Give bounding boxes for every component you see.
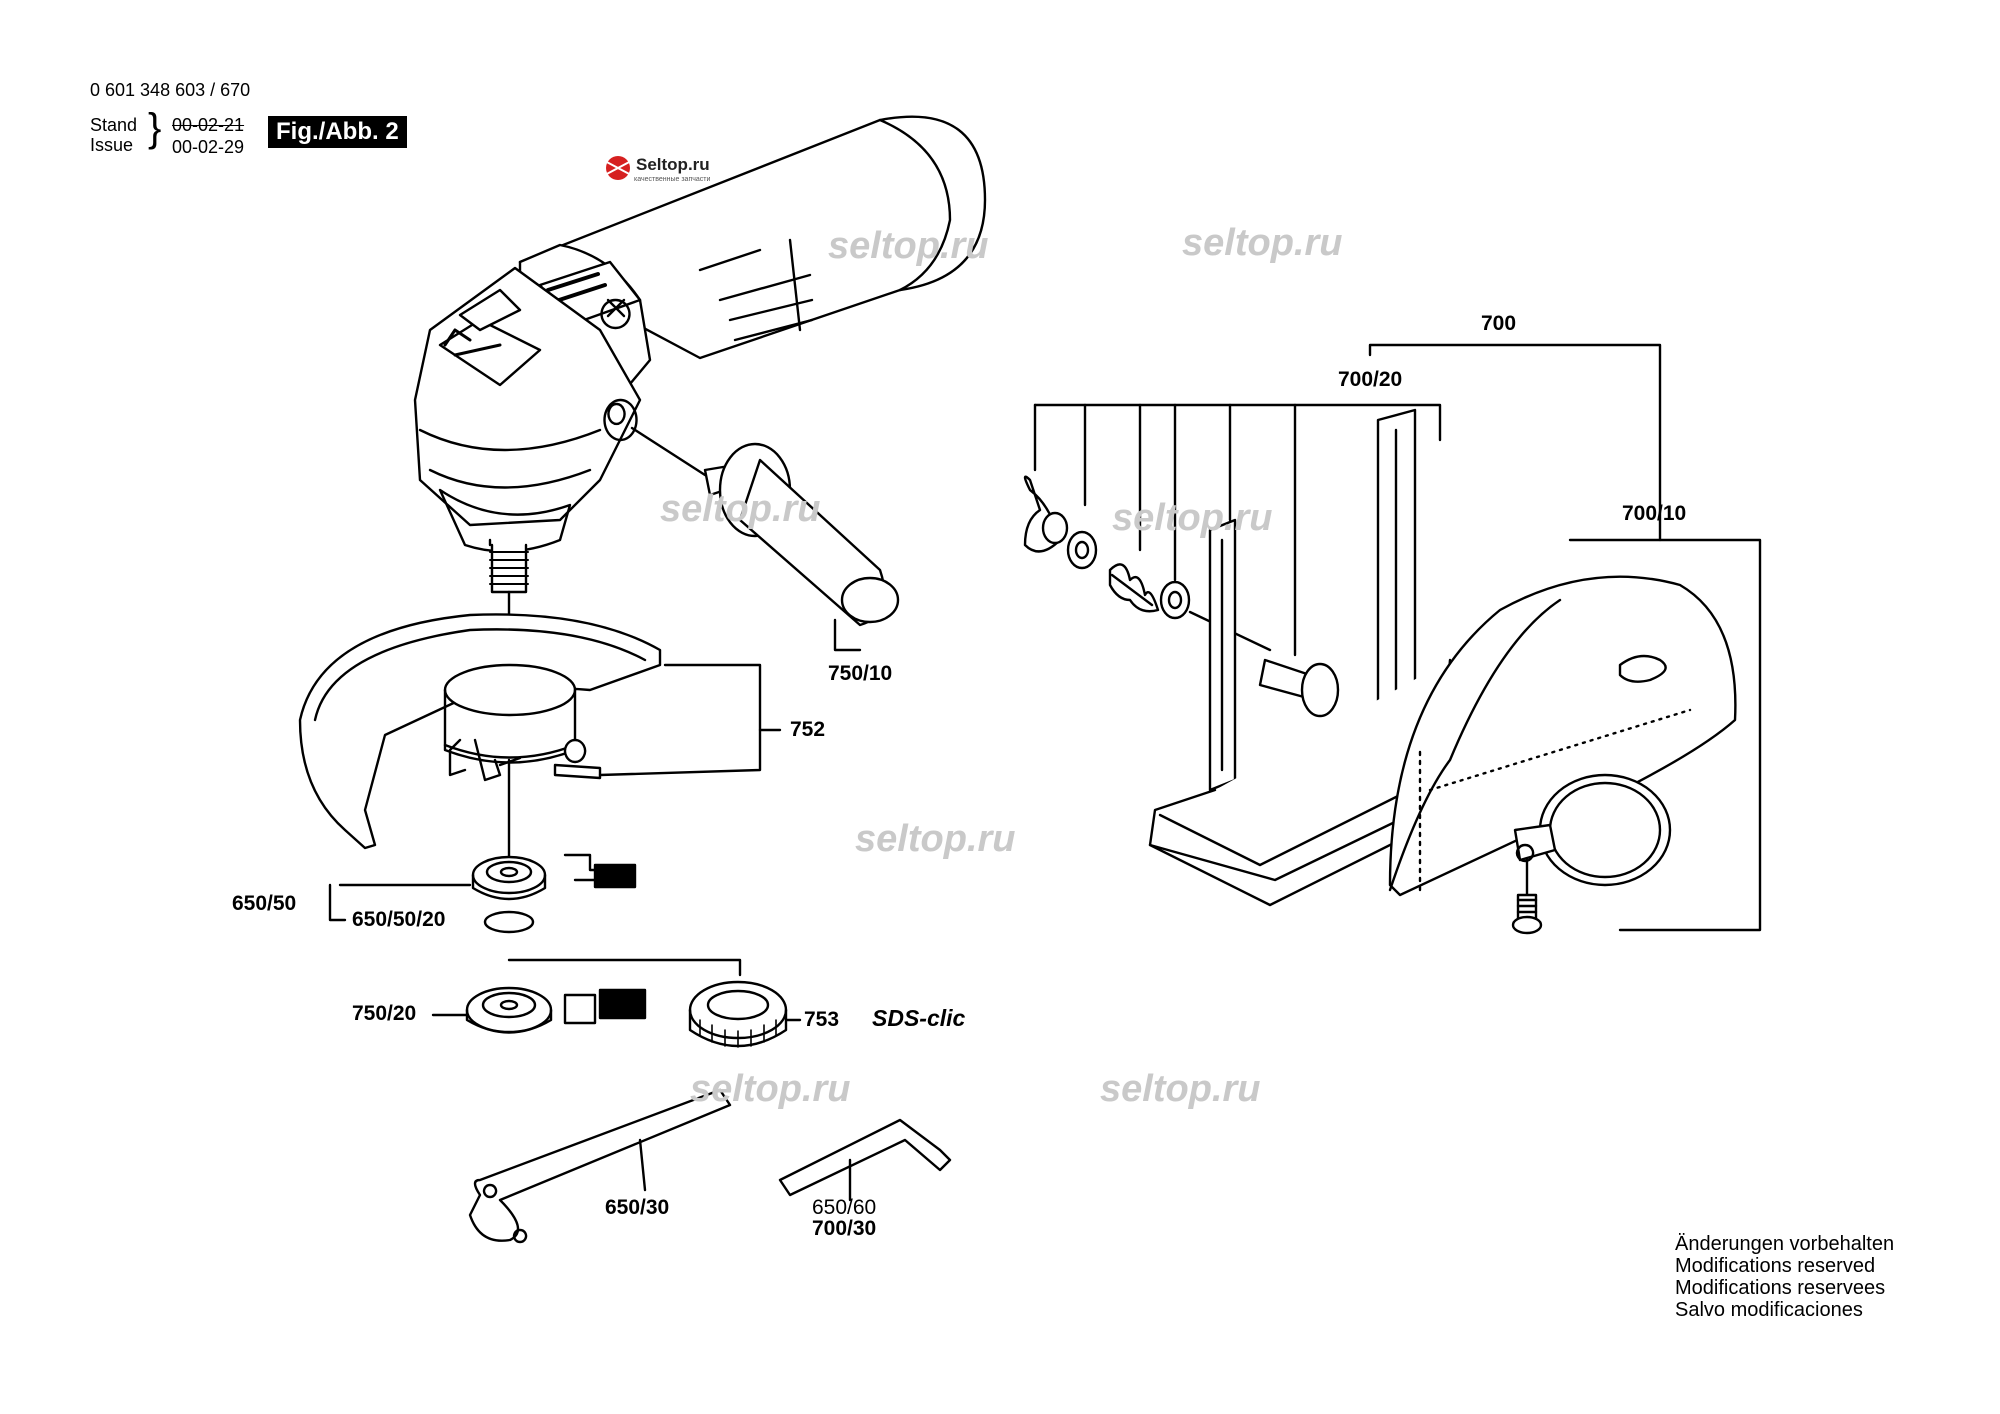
label-750-20: 750/20: [352, 1002, 417, 1025]
wheel-guard: [298, 613, 782, 850]
spring: [1108, 563, 1160, 613]
cutting-guide-callouts: [1033, 343, 1762, 932]
flange-650-50: [328, 853, 637, 934]
issue-label: Issue: [90, 135, 134, 155]
footer-note-de: Änderungen vorbehalten: [1675, 1233, 1895, 1255]
washer: [1066, 530, 1098, 570]
wing-nut: [1023, 475, 1069, 553]
footer-note-en: Modifications reserved: [1675, 1255, 1876, 1277]
carriage-bolt: [1258, 658, 1340, 718]
clamping-nut-753: [688, 980, 802, 1048]
watermark: seltop.ru: [690, 1068, 851, 1110]
label-700-20: 700/20: [1338, 368, 1403, 391]
watermark: seltop.ru: [855, 818, 1016, 860]
footer-note-es: Salvo modificaciones: [1675, 1299, 1863, 1321]
hex-key: [778, 1118, 952, 1202]
brace-icon: }: [148, 106, 162, 150]
label-700-30: 700/30: [812, 1217, 877, 1240]
label-650-50: 650/50: [232, 892, 297, 915]
label-752: 752: [790, 718, 826, 741]
label-650-60: 650/60: [812, 1196, 877, 1219]
washer-small: [1159, 580, 1191, 620]
guide-rails: [1148, 408, 1452, 907]
part-number: 0 601 348 603 / 670: [90, 80, 251, 100]
watermark: seltop.ru: [828, 225, 989, 267]
label-650-30: 650/30: [605, 1196, 670, 1219]
old-date: 00-02-21: [172, 115, 245, 135]
label-750-10: 750/10: [828, 662, 893, 685]
label-700: 700: [1481, 312, 1517, 335]
side-handle: [630, 426, 900, 652]
label-650-50-20: 650/50/20: [352, 908, 446, 931]
pin-spanner: [468, 1088, 732, 1244]
logo-name: Seltop.ru: [636, 155, 710, 174]
figure-label: Fig./Abb. 2: [268, 116, 407, 148]
watermark: seltop.ru: [1100, 1068, 1261, 1110]
label-753: 753: [804, 1008, 840, 1031]
cutting-guard: [1388, 575, 1737, 935]
angle-grinder: [413, 115, 987, 594]
new-date: 00-02-29: [172, 137, 245, 157]
label-sds-clic: SDS-clic: [872, 1005, 966, 1031]
watermark: seltop.ru: [1112, 497, 1273, 539]
footer-note-fr: Modifications reservees: [1675, 1277, 1886, 1299]
label-700-10: 700/10: [1622, 502, 1687, 525]
watermark: seltop.ru: [660, 488, 821, 530]
seltop-logo-mark: [602, 156, 634, 180]
stand-label: Stand: [90, 115, 138, 135]
logo-tagline: качественные запчасти: [634, 176, 711, 183]
flange-750-20: [431, 958, 742, 1034]
watermark: seltop.ru: [1182, 222, 1343, 264]
